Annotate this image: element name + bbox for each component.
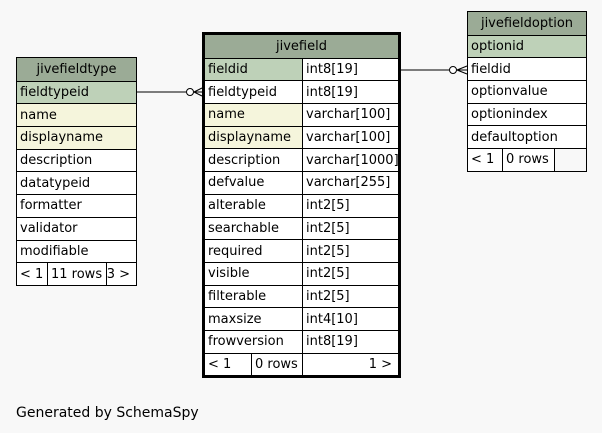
crowfoot-upper bbox=[456, 65, 468, 71]
crowfoot-lower bbox=[193, 91, 203, 97]
table-row: description bbox=[17, 148, 136, 172]
table-row: description varchar[1000] bbox=[205, 148, 398, 172]
column-type: varchar[255] bbox=[302, 172, 398, 194]
table-row: alterable int2[5] bbox=[205, 193, 398, 217]
table-row: maxsize int4[10] bbox=[205, 307, 398, 330]
table-row: modifiable bbox=[17, 239, 136, 263]
table-row: filterable int2[5] bbox=[205, 284, 398, 308]
crowfoot-upper bbox=[193, 87, 203, 93]
children-count: 3 > bbox=[106, 263, 136, 285]
table-row: defaultoption bbox=[468, 125, 586, 148]
column-type: int2[5] bbox=[302, 262, 398, 285]
column-type: int2[5] bbox=[302, 240, 398, 262]
column-name: datatypeid bbox=[20, 175, 91, 191]
table-footer: < 1 0 rows 1 > bbox=[205, 352, 398, 376]
table-header: jivefield bbox=[205, 35, 398, 58]
column-name: modifiable bbox=[20, 243, 89, 259]
generated-by-caption: Generated by SchemaSpy bbox=[16, 405, 199, 421]
column-name: required bbox=[208, 243, 263, 259]
table-row: optionindex bbox=[468, 102, 586, 126]
table-title: jivefield bbox=[276, 38, 327, 54]
column-type: int2[5] bbox=[302, 194, 398, 217]
table-row: optionid bbox=[468, 34, 586, 58]
table-jivefieldtype[interactable]: jivefieldtype fieldtypeid name displayna… bbox=[16, 57, 137, 286]
column-type: int2[5] bbox=[302, 217, 398, 240]
column-name: name bbox=[20, 107, 57, 123]
column-name: displayname bbox=[20, 130, 104, 146]
parents-count: < 1 bbox=[471, 152, 495, 168]
column-name: optionindex bbox=[471, 107, 548, 123]
column-name: fieldtypeid bbox=[208, 84, 277, 100]
column-type: int2[5] bbox=[302, 285, 398, 308]
column-name: alterable bbox=[208, 198, 266, 214]
relationship-optional-marker bbox=[449, 66, 457, 74]
table-footer: < 1 11 rows 3 > bbox=[17, 262, 136, 285]
column-name: defvalue bbox=[208, 175, 265, 191]
column-name: name bbox=[205, 104, 302, 126]
table-header: jivefieldtype bbox=[17, 58, 136, 81]
table-row: searchable int2[5] bbox=[205, 216, 398, 240]
table-row: validator bbox=[17, 216, 136, 240]
table-row: fieldtypeid int8[19] bbox=[205, 80, 398, 104]
column-name: fieldid bbox=[205, 58, 302, 81]
table-row: fieldid bbox=[468, 57, 586, 80]
relationship-optional-marker bbox=[186, 88, 194, 96]
parents-count: < 1 bbox=[208, 356, 232, 372]
parents-count: < 1 bbox=[20, 266, 44, 282]
column-name: maxsize bbox=[208, 311, 262, 327]
table-row: visible int2[5] bbox=[205, 261, 398, 285]
column-name: frowversion bbox=[208, 334, 284, 350]
column-type: varchar[1000] bbox=[302, 149, 398, 172]
column-name: formatter bbox=[20, 198, 82, 214]
row-count: 0 rows bbox=[502, 149, 554, 171]
column-type: varchar[100] bbox=[302, 126, 398, 149]
column-name: optionid bbox=[471, 39, 524, 55]
column-type: int4[10] bbox=[302, 308, 398, 330]
table-row: required int2[5] bbox=[205, 239, 398, 262]
table-row: fieldtypeid bbox=[17, 80, 136, 104]
column-name: filterable bbox=[208, 288, 267, 304]
column-name: visible bbox=[208, 266, 250, 282]
column-type: int8[19] bbox=[302, 58, 398, 81]
table-jivefieldoption[interactable]: jivefieldoption optionid fieldid optionv… bbox=[467, 11, 587, 172]
crowfoot-lower bbox=[456, 69, 468, 75]
table-row: frowversion int8[19] bbox=[205, 329, 398, 353]
children-count-empty bbox=[554, 149, 586, 171]
column-name: description bbox=[208, 152, 281, 168]
column-name: validator bbox=[20, 221, 78, 237]
column-type: varchar[100] bbox=[302, 104, 398, 126]
column-name: displayname bbox=[205, 126, 302, 149]
table-row: name bbox=[17, 103, 136, 127]
table-header: jivefieldoption bbox=[468, 12, 586, 35]
column-name: fieldid bbox=[471, 61, 511, 77]
column-name: searchable bbox=[208, 220, 280, 236]
column-name: defaultoption bbox=[471, 129, 558, 145]
table-footer: < 1 0 rows bbox=[468, 148, 586, 171]
column-name: description bbox=[20, 153, 93, 169]
column-name: fieldtypeid bbox=[20, 85, 89, 101]
table-row: defvalue varchar[255] bbox=[205, 171, 398, 194]
table-title: jivefieldtype bbox=[36, 61, 117, 77]
children-count: 1 > bbox=[302, 353, 398, 376]
column-type: int8[19] bbox=[302, 330, 398, 353]
row-count: 0 rows bbox=[251, 353, 302, 376]
table-title: jivefieldoption bbox=[480, 15, 574, 31]
table-row: displayname bbox=[17, 126, 136, 149]
table-row: optionvalue bbox=[468, 80, 586, 103]
row-count: 11 rows bbox=[47, 263, 106, 285]
table-row: formatter bbox=[17, 194, 136, 217]
column-name: optionvalue bbox=[471, 84, 548, 100]
column-type: int8[19] bbox=[302, 81, 398, 104]
table-row: datatypeid bbox=[17, 171, 136, 194]
